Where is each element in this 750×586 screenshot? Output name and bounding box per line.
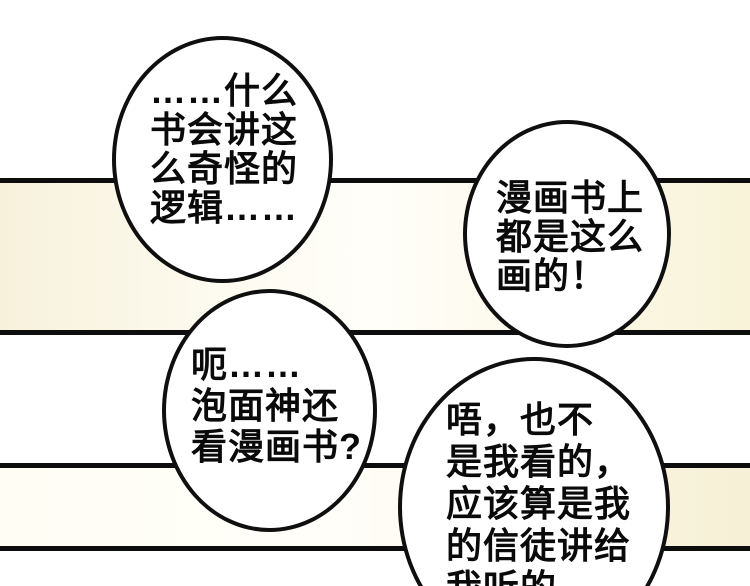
speech-line: 我听的	[446, 567, 631, 586]
speech-line: 看漫画书?	[191, 426, 362, 467]
speech-bubble-3	[162, 289, 377, 532]
speech-line: ……什么	[150, 70, 299, 111]
speech-text-1: ……什么 书会讲这 么奇怪的 逻辑……	[150, 71, 298, 227]
speech-text-3: 呃…… 泡面神还 看漫画书?	[191, 344, 362, 467]
speech-line: 漫画书上	[496, 177, 645, 218]
speech-line: 书会讲这	[150, 109, 299, 150]
speech-line: 逻辑……	[150, 187, 299, 228]
speech-line: 画的！	[496, 255, 608, 296]
speech-bubble-2	[463, 120, 671, 348]
speech-line: 都是这么	[496, 216, 645, 257]
speech-line: 呃……	[191, 344, 303, 385]
speech-line: 泡面神还	[191, 385, 340, 426]
speech-line: 唔，也不	[446, 399, 595, 440]
speech-line: 么奇怪的	[150, 148, 299, 189]
speech-text-4: 唔，也不 是我看的， 应该算是我 的信徒讲给 我听的	[446, 399, 631, 586]
speech-line: 是我看的，	[446, 441, 632, 482]
speech-text-2: 漫画书上 都是这么 画的！	[496, 178, 644, 295]
speech-line: 应该算是我	[446, 483, 632, 524]
speech-line: 的信徒讲给	[446, 525, 632, 566]
speech-bubble-1	[112, 36, 333, 283]
